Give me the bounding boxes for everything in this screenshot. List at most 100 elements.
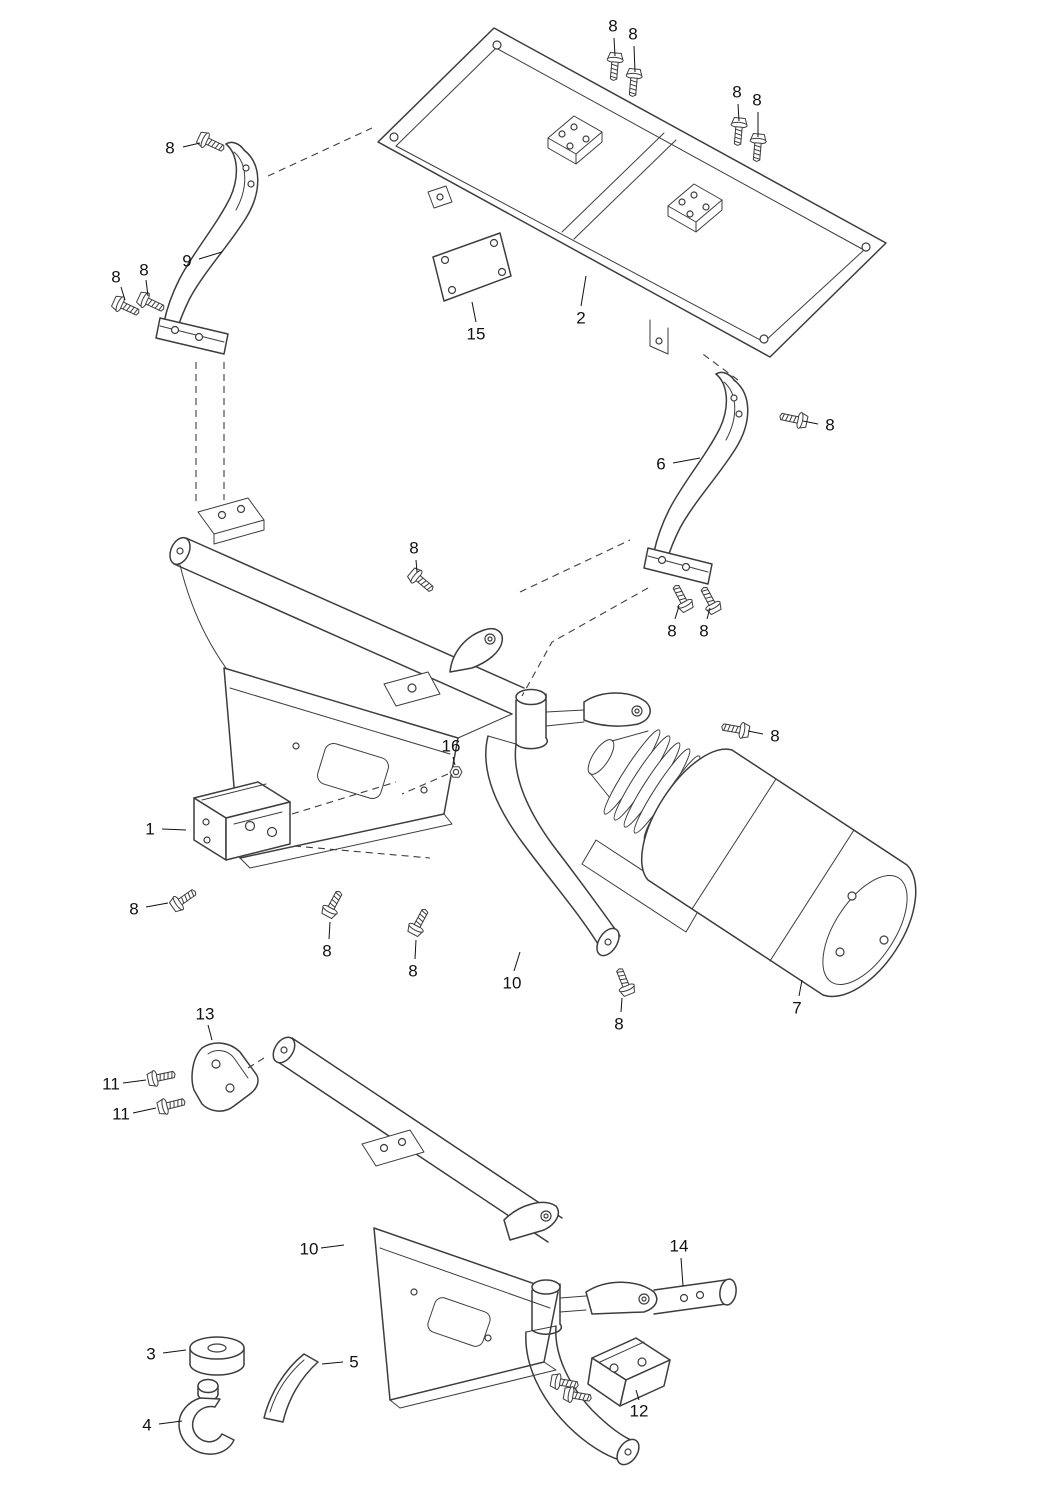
callout-label-8: 8 (322, 942, 331, 961)
bracket-inner-edge (653, 373, 728, 553)
bolt-hole (690, 191, 698, 199)
callout-label-13: 13 (196, 1005, 215, 1024)
callout-leader (471, 301, 477, 323)
corner-hole (492, 40, 502, 50)
part-6-bracket (643, 371, 749, 585)
bolt-hole (447, 285, 457, 295)
plate-outline (432, 232, 512, 302)
callout-leader (158, 1420, 183, 1425)
callout-leader (122, 1079, 147, 1084)
part-13-bracket (191, 1042, 259, 1112)
bolt-icon (319, 887, 348, 921)
part-3-roller (189, 1336, 245, 1376)
bolt-icon (611, 965, 638, 998)
bolt-hole (634, 708, 640, 714)
callout-leader (207, 1024, 213, 1041)
callout-leader (320, 1244, 345, 1249)
callout-leader (198, 251, 223, 260)
callout-leader (321, 1361, 344, 1365)
center-hole (207, 1343, 227, 1353)
panel-cutout (427, 1297, 491, 1347)
bolt-hole (194, 332, 204, 342)
wing-arm-left (449, 628, 504, 673)
callout-label-8: 8 (129, 900, 138, 919)
part-5-strap (263, 1353, 319, 1423)
callout-label-15: 15 (467, 325, 486, 344)
roller-bottom (189, 1363, 245, 1376)
callout-label-8: 8 (111, 268, 120, 287)
bolt-icon (562, 1385, 594, 1407)
bracket-top-cap (225, 141, 245, 151)
callout-label-8: 8 (409, 539, 418, 558)
callout-label-8: 8 (699, 622, 708, 641)
bracket-side-face (619, 1359, 671, 1407)
callout-label-9: 9 (182, 252, 191, 271)
callout-label-10: 10 (300, 1240, 319, 1259)
wing-arm-right (585, 1281, 658, 1315)
bolt-hole (566, 142, 574, 150)
bolt-hole (657, 555, 667, 565)
callout-leader (452, 756, 456, 766)
hook-body (178, 1397, 235, 1455)
mount-plate-depth (213, 519, 265, 545)
callout-label-7: 7 (792, 999, 801, 1018)
bolt-hole (247, 180, 255, 188)
bracket-foot (155, 317, 229, 355)
callout-label-2: 2 (576, 309, 585, 328)
upper-bumper-assembly (169, 497, 651, 957)
collar-top (531, 1279, 561, 1295)
curved-tube-inner (555, 1325, 637, 1443)
mount-plate (361, 1129, 425, 1167)
bolt-hole (292, 742, 300, 750)
construction-line (401, 773, 449, 795)
construction-line (293, 845, 431, 859)
bracket-flange-line (201, 783, 283, 825)
bolt-icon (667, 581, 696, 615)
panel-crease (379, 1247, 551, 1309)
callout-leader (747, 730, 764, 735)
callout-label-8: 8 (825, 416, 834, 435)
corner-hole (389, 132, 399, 142)
callout-leader (674, 605, 680, 620)
construction-lines (195, 127, 739, 1069)
nut-icon (449, 766, 463, 778)
bolt-hole (847, 891, 857, 901)
callout-leader (613, 37, 616, 57)
construction-line (291, 781, 397, 815)
bracket-ridge (233, 151, 246, 211)
callout-label-8: 8 (770, 727, 779, 746)
callout-leader (635, 1389, 640, 1401)
bolt-icon (155, 1093, 188, 1117)
bolt-icon (146, 1065, 178, 1089)
winch-end-cap (822, 874, 908, 986)
callout-label-4: 4 (142, 1416, 151, 1435)
corner-hole (861, 242, 871, 252)
callout-label-8: 8 (139, 261, 148, 280)
collar-arm-link (559, 1295, 587, 1313)
bolt-hole (624, 1448, 632, 1456)
callout-label-16: 16 (442, 737, 461, 756)
bolt-icon (134, 289, 168, 317)
callout-label-10: 10 (503, 974, 522, 993)
bolt-hole (686, 210, 694, 218)
main-tube-bottom (173, 563, 513, 715)
frame-bracket-left-depth (547, 131, 603, 165)
collar-arm-link (545, 709, 585, 727)
panel-bottom-lip (389, 1361, 557, 1409)
bracket-top-cap (715, 371, 735, 381)
bolt-hole (176, 547, 184, 555)
collar-sides (515, 693, 547, 745)
callout-leader (182, 142, 201, 148)
bolt-hole (266, 826, 278, 838)
bolt-hole (211, 1059, 221, 1069)
bolt-hole (225, 1083, 235, 1093)
construction-line (267, 127, 373, 177)
bolt-hole (735, 410, 743, 418)
bracket-outer-edge (666, 379, 749, 561)
part-15-plate (432, 232, 512, 302)
panel-cutout (317, 743, 389, 799)
bolt-hole (397, 1137, 407, 1147)
bolt-hole (681, 562, 691, 572)
